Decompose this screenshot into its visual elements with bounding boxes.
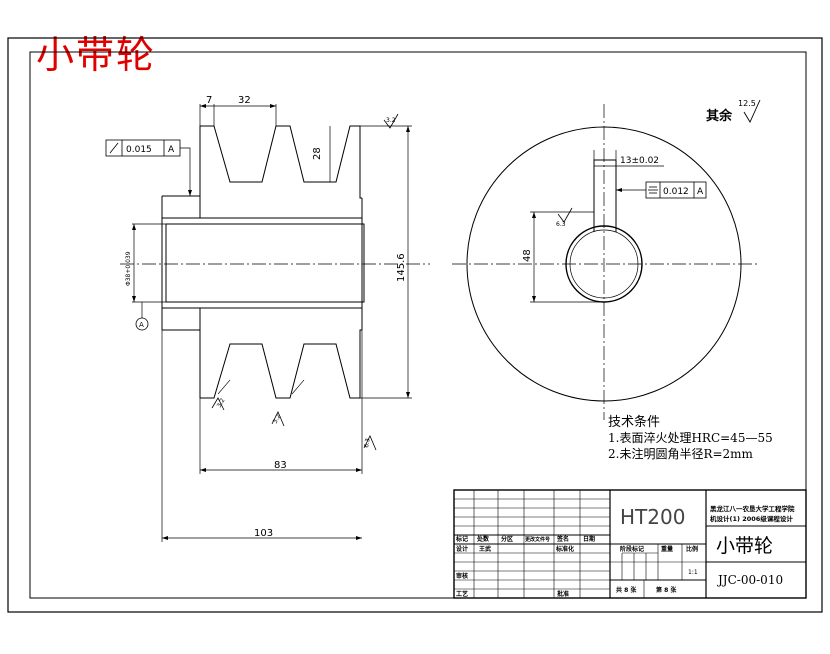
tb-mark: 标记 [455, 535, 468, 543]
pulley-end-view [452, 104, 758, 420]
roughness-bore-symbol [557, 207, 573, 223]
tb-approve: 批准 [557, 590, 569, 598]
tb-process: 工艺 [456, 590, 468, 598]
title-part-name: 小带轮 [716, 535, 773, 557]
tb-stage-mark: 阶段标记 [620, 545, 644, 553]
title-school-line1: 黑龙江八一农垦大学工程学院 [710, 504, 795, 513]
tb-total-sheets: 共 8 张 [616, 586, 637, 594]
arrowheads [132, 104, 410, 540]
tb-scale-label: 比例 [686, 545, 698, 553]
roughness-top: 3.2 [386, 117, 396, 124]
runout-tolerance-frame: 0.015 A [105, 139, 181, 157]
inner-frame [29, 51, 807, 599]
runout-value: 0.015 [126, 145, 152, 155]
tb-designer-name: 王武 [479, 545, 491, 553]
roughness-groove2: 3.2 [272, 413, 283, 425]
runout-icon [109, 142, 119, 154]
dim-outer-diameter: 145.6 [396, 253, 407, 282]
dim-groove-width: 32 [238, 95, 251, 106]
roughness-bore: 6.3 [556, 221, 566, 228]
tb-sheet: 第 8 张 [655, 586, 677, 594]
dim-bore-diameter: Φ38+0.039 [125, 251, 132, 286]
pulley-section-view [120, 125, 430, 399]
runout-datum: A [168, 145, 175, 155]
title-scale: 1:1 [688, 569, 698, 576]
tech-req-line2: 2.未注明圆角半径R=2mm [608, 446, 754, 461]
title-drawing-no: JJC-00-010 [716, 573, 783, 587]
title-block [453, 489, 807, 599]
other-roughness-value: 12.5 [738, 99, 756, 108]
tb-count: 处数 [476, 535, 490, 543]
symmetry-value: 0.012 [663, 187, 689, 197]
dimension-lines-left [132, 104, 412, 542]
arrowheads-right [532, 188, 622, 302]
tb-zone: 分区 [501, 535, 513, 543]
other-roughness-label: 其余 [706, 108, 733, 124]
tb-date: 日期 [583, 535, 595, 543]
roughness-main-icon [743, 99, 761, 123]
drawing-stamp-title: 小带轮 [36, 33, 157, 77]
tech-req-line1: 1.表面淬火处理HRC=45—55 [608, 430, 773, 445]
title-material: HT200 [620, 505, 685, 529]
dim-keyway-width: 13±0.02 [620, 156, 659, 166]
symmetry-datum: A [697, 187, 704, 197]
tech-req-title: 技术条件 [608, 414, 660, 430]
tb-signature: 签名 [556, 535, 569, 543]
symmetry-icon [648, 186, 658, 194]
tb-check: 审核 [456, 572, 468, 580]
tb-change-no: 更改文件号 [525, 536, 550, 543]
tb-standard: 标准化 [555, 545, 574, 553]
dim-hub-length: 83 [274, 460, 287, 471]
dim-groove-depth: 28 [312, 147, 323, 160]
title-school-line2: 机设计(1) 2006级课程设计 [710, 514, 793, 523]
dim-bore-height: 48 [522, 249, 533, 262]
roughness-groove1: 3.2 [216, 397, 227, 409]
dim-total-length: 103 [254, 528, 273, 539]
datum-a-marker: A [135, 317, 149, 331]
roughness-right: 6.3 [363, 438, 372, 449]
symmetry-tolerance-frame: 0.012 A [645, 181, 707, 199]
tb-weight: 重量 [661, 545, 673, 553]
drawing-border [7, 37, 823, 613]
roughness-symbols-left [211, 113, 399, 451]
tb-design: 设计 [456, 545, 468, 553]
svg-text:A: A [139, 321, 144, 329]
dim-groove-top-gap: 7 [206, 95, 212, 106]
